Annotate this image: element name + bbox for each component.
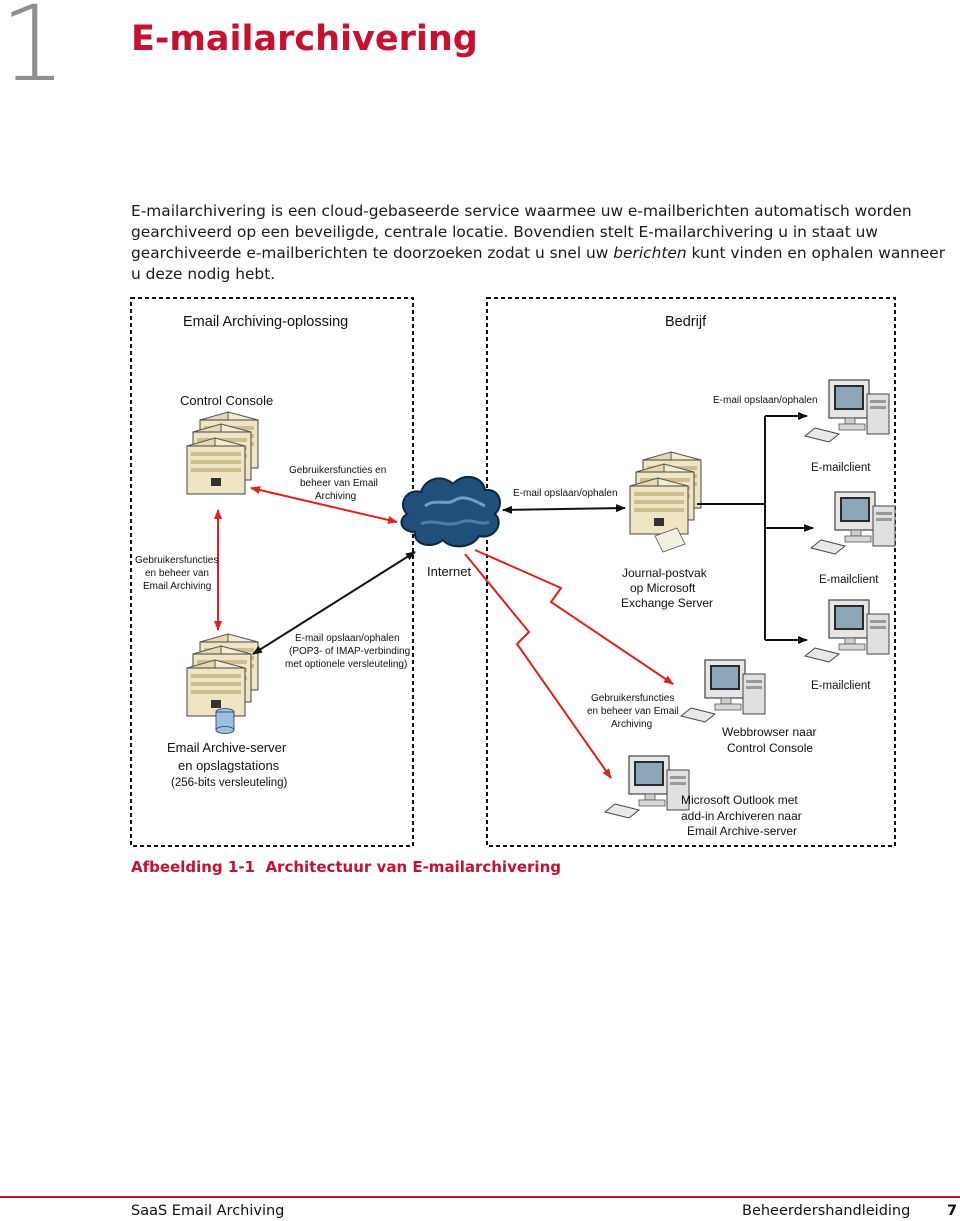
arrow-console-internet: [250, 486, 398, 524]
archive-server-label-2: en opslagstations: [178, 758, 280, 773]
intro-emphasis: berichten: [613, 244, 687, 262]
email-client-1-label: E-mailclient: [811, 462, 871, 474]
label-internet-archive-1: E-mail opslaan/ophalen: [295, 633, 400, 644]
outlook-client-icon: [604, 755, 690, 819]
footer-divider: [0, 1196, 960, 1198]
email-client-3-icon: [804, 599, 890, 663]
label-console-internet-3: Archiving: [315, 491, 356, 502]
label-console-archive-2: en beheer van: [145, 568, 209, 579]
intro-text-2: kunt vinden en ophalen wanneer u deze no…: [131, 244, 946, 283]
label-browser-3: Archiving: [611, 719, 652, 730]
email-client-3-label: E-mailclient: [811, 680, 871, 692]
label-internet-archive-3: met optionele versleuteling): [285, 659, 407, 670]
arrow-internet-webbrowser: [474, 549, 674, 685]
internet-cloud-icon: [400, 475, 501, 548]
label-console-archive-1: Gebruikersfuncties: [135, 555, 218, 566]
email-client-2-icon: [810, 491, 896, 555]
label-internet-archive-2: (POP3- of IMAP-verbinding: [289, 646, 410, 657]
footer-product: SaaS Email Archiving: [131, 1203, 285, 1219]
exchange-label-1: Journal-postvak: [622, 566, 708, 580]
label-console-internet-2: beheer van Email: [300, 478, 378, 489]
intro-text-1: E-mailarchivering is een cloud-gebaseerd…: [131, 202, 912, 262]
chapter-number: 1: [0, 0, 67, 105]
arrow-internet-outlook: [464, 553, 612, 779]
solution-box-title: Email Archiving-oplossing: [183, 314, 348, 330]
webbrowser-label-2: Control Console: [727, 741, 813, 755]
control-console-label: Control Console: [180, 393, 273, 408]
email-client-2-label: E-mailclient: [819, 574, 879, 586]
footer-manual: Beheerdershandleiding: [742, 1203, 911, 1219]
company-box: [486, 297, 896, 847]
email-client-1-icon: [804, 379, 890, 443]
archive-server-label-1: Email Archive-server: [167, 740, 287, 755]
internet-label: Internet: [427, 564, 471, 579]
architecture-diagram: Email Archiving-oplossing Bedrijf Contro…: [130, 297, 896, 847]
outlook-label-2: add-in Archiveren naar: [681, 809, 802, 823]
label-internet-exchange: E-mail opslaan/ophalen: [513, 488, 618, 499]
archive-server-label-3: (256-bits versleuteling): [171, 777, 288, 789]
intro-paragraph: E-mailarchivering is een cloud-gebaseerd…: [131, 201, 951, 285]
exchange-server-icon: [629, 451, 702, 553]
archive-server-icon: [186, 633, 259, 734]
exchange-label-2: op Microsoft: [630, 581, 696, 595]
outlook-label-1: Microsoft Outlook met: [681, 793, 798, 807]
caption-label: Afbeelding 1-1: [131, 858, 255, 876]
company-box-title: Bedrijf: [665, 314, 707, 330]
arrow-internet-exchange: [502, 504, 626, 514]
exchange-label-3: Exchange Server: [621, 596, 713, 610]
label-browser-2: en beheer van Email: [587, 706, 679, 717]
webbrowser-label-1: Webbrowser naar: [722, 725, 817, 739]
control-console-server-icon: [186, 411, 259, 495]
caption-text: Architectuur van E-mailarchivering: [265, 858, 561, 876]
label-browser-1: Gebruikersfuncties: [591, 693, 674, 704]
outlook-label-3: Email Archive-server: [687, 824, 797, 838]
webbrowser-client-icon: [680, 659, 766, 723]
figure-caption: Afbeelding 1-1 Architectuur van E-mailar…: [131, 858, 561, 876]
label-exchange-clients: E-mail opslaan/ophalen: [713, 395, 818, 406]
arrow-internet-archive: [252, 551, 416, 655]
page-title: E-mailarchivering: [131, 19, 478, 59]
label-console-archive-3: Email Archiving: [143, 581, 211, 592]
page-number: 7: [947, 1203, 958, 1219]
label-console-internet-1: Gebruikersfuncties en: [289, 465, 386, 476]
